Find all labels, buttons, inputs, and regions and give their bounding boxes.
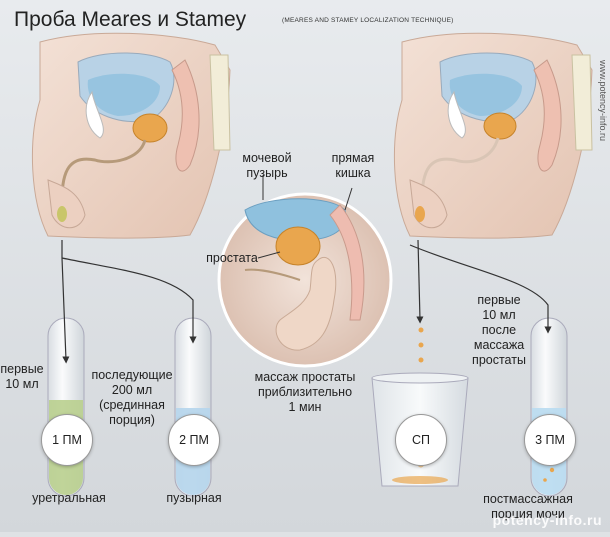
massage-label-line1: массаж простаты — [254, 370, 356, 384]
left-anatomy — [31, 32, 231, 239]
tube3-desc-line3: после — [481, 323, 517, 337]
zoom-circle — [217, 175, 393, 368]
tube3-desc-line1: первые — [477, 293, 521, 307]
watermark: potency-info.ru — [492, 512, 602, 528]
tube3-desc-line5: простаты — [472, 353, 526, 367]
tube3-name-line2: порция мочи — [491, 507, 565, 521]
massage-label-line2: приблизительно — [257, 385, 353, 399]
arrows — [61, 239, 552, 364]
bladder-label-line1: мочевой — [242, 151, 292, 165]
tube3-name-line1: постмассажная — [483, 492, 573, 506]
tube-2 — [174, 317, 212, 497]
tube2-badge: 2 ПМ — [168, 414, 220, 466]
tube1-name: уретральная — [32, 491, 106, 505]
rectum-label-line2: кишка — [335, 166, 371, 180]
tube3-desc-line4: массажа — [473, 338, 525, 352]
tube2-desc-line1: последующие — [91, 368, 173, 382]
tube3-badge: 3 ПМ — [524, 414, 576, 466]
tube3-name: постмассажная порция мочи — [468, 492, 588, 522]
tube-3 — [530, 317, 568, 497]
bladder-label-line2: пузырь — [246, 166, 288, 180]
tube3-desc-line2: 10 мл — [482, 308, 516, 322]
rectum-label: прямая кишка — [322, 151, 384, 181]
tube1-desc-line1: первые — [0, 362, 44, 376]
tube2-desc-line4: порция) — [109, 413, 155, 427]
tube1-badge: 1 ПМ — [41, 414, 93, 466]
massage-label-line3: 1 мин — [288, 400, 322, 414]
tube2-desc: последующие 200 мл (срединная порция) — [86, 368, 178, 428]
tube1-desc: первые 10 мл — [0, 362, 44, 392]
bladder-label: мочевой пузырь — [236, 151, 298, 181]
tube2-desc-line3: (срединная — [99, 398, 165, 412]
side-url: www.potency-info.ru — [598, 60, 608, 142]
tube2-desc-line2: 200 мл — [111, 383, 153, 397]
massage-label: массаж простаты приблизительно 1 мин — [228, 370, 382, 415]
page-subtitle: (MEARES AND STAMEY LOCALIZATION TECHNIQU… — [282, 17, 454, 24]
right-anatomy — [393, 32, 593, 239]
tube1-desc-line2: 10 мл — [5, 377, 39, 391]
tube2-name: пузырная — [166, 491, 222, 505]
rectum-label-line1: прямая — [331, 151, 375, 165]
page-title: Проба Meares и Stamey — [14, 8, 247, 31]
prostate-label: простата — [206, 251, 258, 265]
tube3-desc: первые 10 мл после массажа простаты — [464, 293, 534, 368]
cup-badge: СП — [395, 414, 447, 466]
